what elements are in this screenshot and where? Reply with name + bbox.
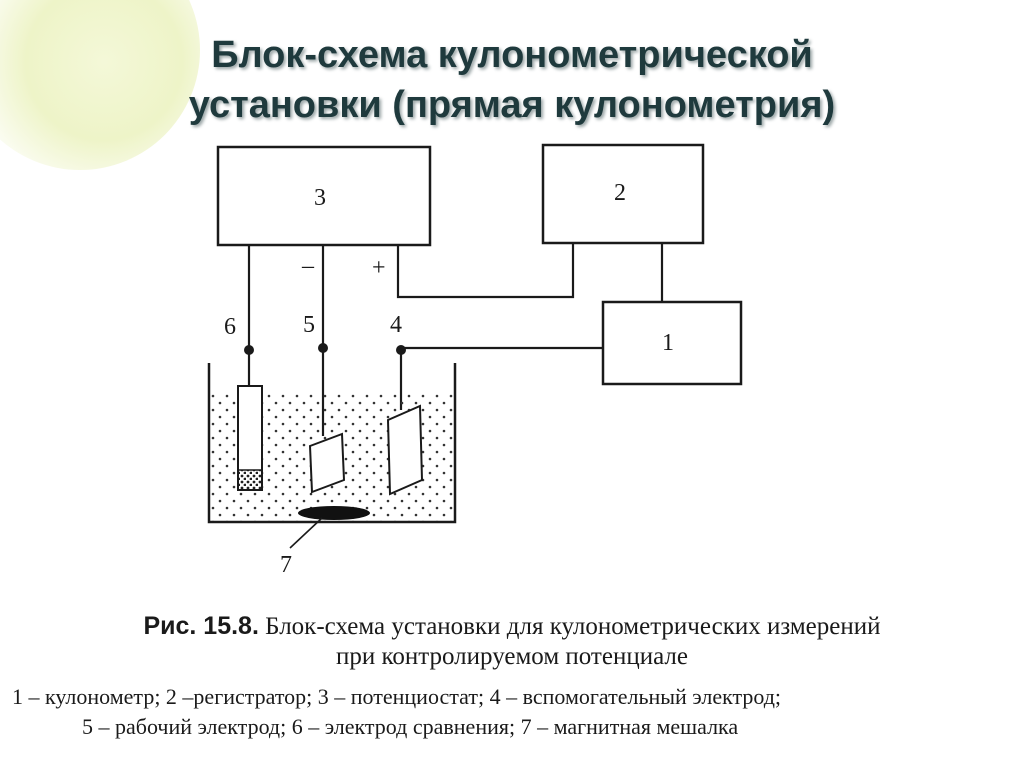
title-line-2: установки (прямая кулонометрия) (188, 84, 836, 126)
figure-number: Рис. 15.8. (143, 612, 259, 640)
label-6: 6 (224, 314, 236, 340)
junction-6 (244, 345, 254, 355)
legend-line-1: 1 – кулонометр; 2 –регистратор; 3 – поте… (12, 684, 782, 709)
label-5: 5 (303, 312, 315, 338)
label-4: 4 (390, 312, 402, 338)
working-electrode (308, 432, 346, 494)
junction-4 (396, 345, 406, 355)
plus-sign: + (372, 255, 386, 281)
block-2-recorder (541, 143, 705, 245)
legend-line-2: 5 – рабочий электрод; 6 – электрод сравн… (82, 714, 739, 739)
stirrer-leader-line (289, 517, 323, 549)
reference-electrode-frit (239, 470, 261, 489)
auxiliary-electrode (386, 404, 424, 496)
page-title: Блок-схема кулонометрической установки (… (0, 30, 1024, 130)
label-7: 7 (280, 552, 292, 578)
block-3-label: 3 (314, 185, 326, 211)
magnetic-stirrer (298, 506, 370, 520)
block-1-coulometer (601, 300, 743, 386)
figure-caption-line-1: Рис. 15.8. Блок-схема установки для куло… (0, 612, 1024, 641)
block-1-label: 1 (662, 330, 674, 356)
junction-5 (318, 343, 328, 353)
figure-caption-text: Блок-схема установки для кулонометрическ… (265, 613, 881, 640)
title-line-1: Блок-схема кулонометрической (211, 34, 813, 76)
vessel (207, 363, 457, 524)
block-2-label: 2 (614, 180, 626, 206)
minus-sign: – (301, 253, 315, 279)
figure-caption-line-2: при контролируемом потенциале (336, 643, 688, 670)
